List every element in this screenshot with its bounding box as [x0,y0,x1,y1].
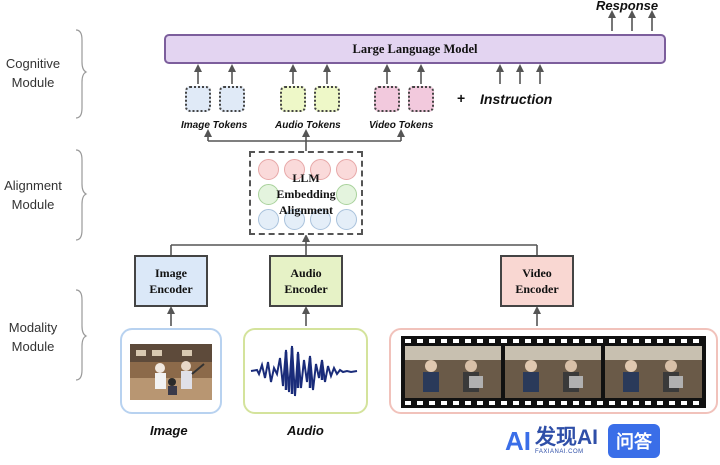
video-input-box [389,328,718,414]
modality-label-line2: Module [11,339,55,354]
embedding-circle [310,209,331,230]
video-frame-2 [505,346,601,398]
audio-input-box [243,328,368,414]
alignment-line-2: Embedding [276,187,336,201]
audio-encoder-line1: Audio [290,266,322,280]
audio-token-1 [280,86,306,112]
image-encoder-line2: Encoder [149,282,193,296]
embedding-circle [284,209,305,230]
image-input-box [120,328,222,414]
audio-encoder-line2: Encoder [284,282,328,296]
image-encoder-line1: Image [155,266,187,280]
watermark-sub: FAXIANAI.COM [535,449,584,455]
alignment-label-line1: Alignment [4,178,62,193]
image-tokens-label: Image Tokens [181,120,248,131]
embedding-circle [336,184,357,205]
embedding-circle [258,159,279,180]
video-tokens-label: Video Tokens [369,120,434,131]
video-frame-3 [605,346,702,398]
watermark: AI 发现AI FAXIANAI.COM 问答 [505,424,660,458]
video-encoder: Video Encoder [500,255,574,307]
llm-box: Large Language Model [164,34,666,64]
audio-input-label: Audio [287,423,324,438]
cognitive-bracket [75,29,88,119]
instruction-label: Instruction [480,91,553,107]
embedding-circle [336,159,357,180]
image-token-1 [185,86,211,112]
modality-module-label: Modality Module [2,318,64,356]
cognitive-label-line2: Module [11,75,55,90]
audio-encoder: Audio Encoder [269,255,343,307]
alignment-box [249,151,363,235]
baseball-photo [130,344,212,400]
cognitive-label-line1: Cognitive [5,56,61,71]
image-token-2 [219,86,245,112]
embedding-circle [310,159,331,180]
image-input-label: Image [150,423,188,438]
image-encoder: Image Encoder [134,255,208,307]
alignment-module-label: Alignment Module [0,176,68,214]
watermark-logo: AI [505,426,531,456]
alignment-line-3: Alignment [279,203,333,217]
watermark-name: 发现AI [535,426,598,449]
response-label: Response [596,0,659,13]
video-token-2 [408,86,434,112]
modality-bracket [75,289,88,381]
audio-tokens-label: Audio Tokens [275,120,341,131]
video-token-1 [374,86,400,112]
audio-token-2 [314,86,340,112]
alignment-bracket [75,149,88,241]
embedding-circle [258,184,279,205]
video-frame-1 [405,346,501,398]
embedding-circle [258,209,279,230]
alignment-text: LLM Embedding Alignment [249,170,363,218]
watermark-badge: 问答 [608,424,660,458]
plus-sign: + [457,90,466,106]
embedding-circle [284,159,305,180]
video-encoder-line1: Video [522,266,552,280]
alignment-line-1: LLM [292,171,320,185]
waveform-graphic [250,345,358,397]
video-filmstrip [401,336,706,408]
alignment-label-line2: Module [11,197,55,212]
embedding-circle [336,209,357,230]
cognitive-module-label: Cognitive Module [2,54,64,92]
llm-label: Large Language Model [352,41,478,56]
modality-label-line1: Modality [8,320,58,335]
video-encoder-line2: Encoder [515,282,559,296]
